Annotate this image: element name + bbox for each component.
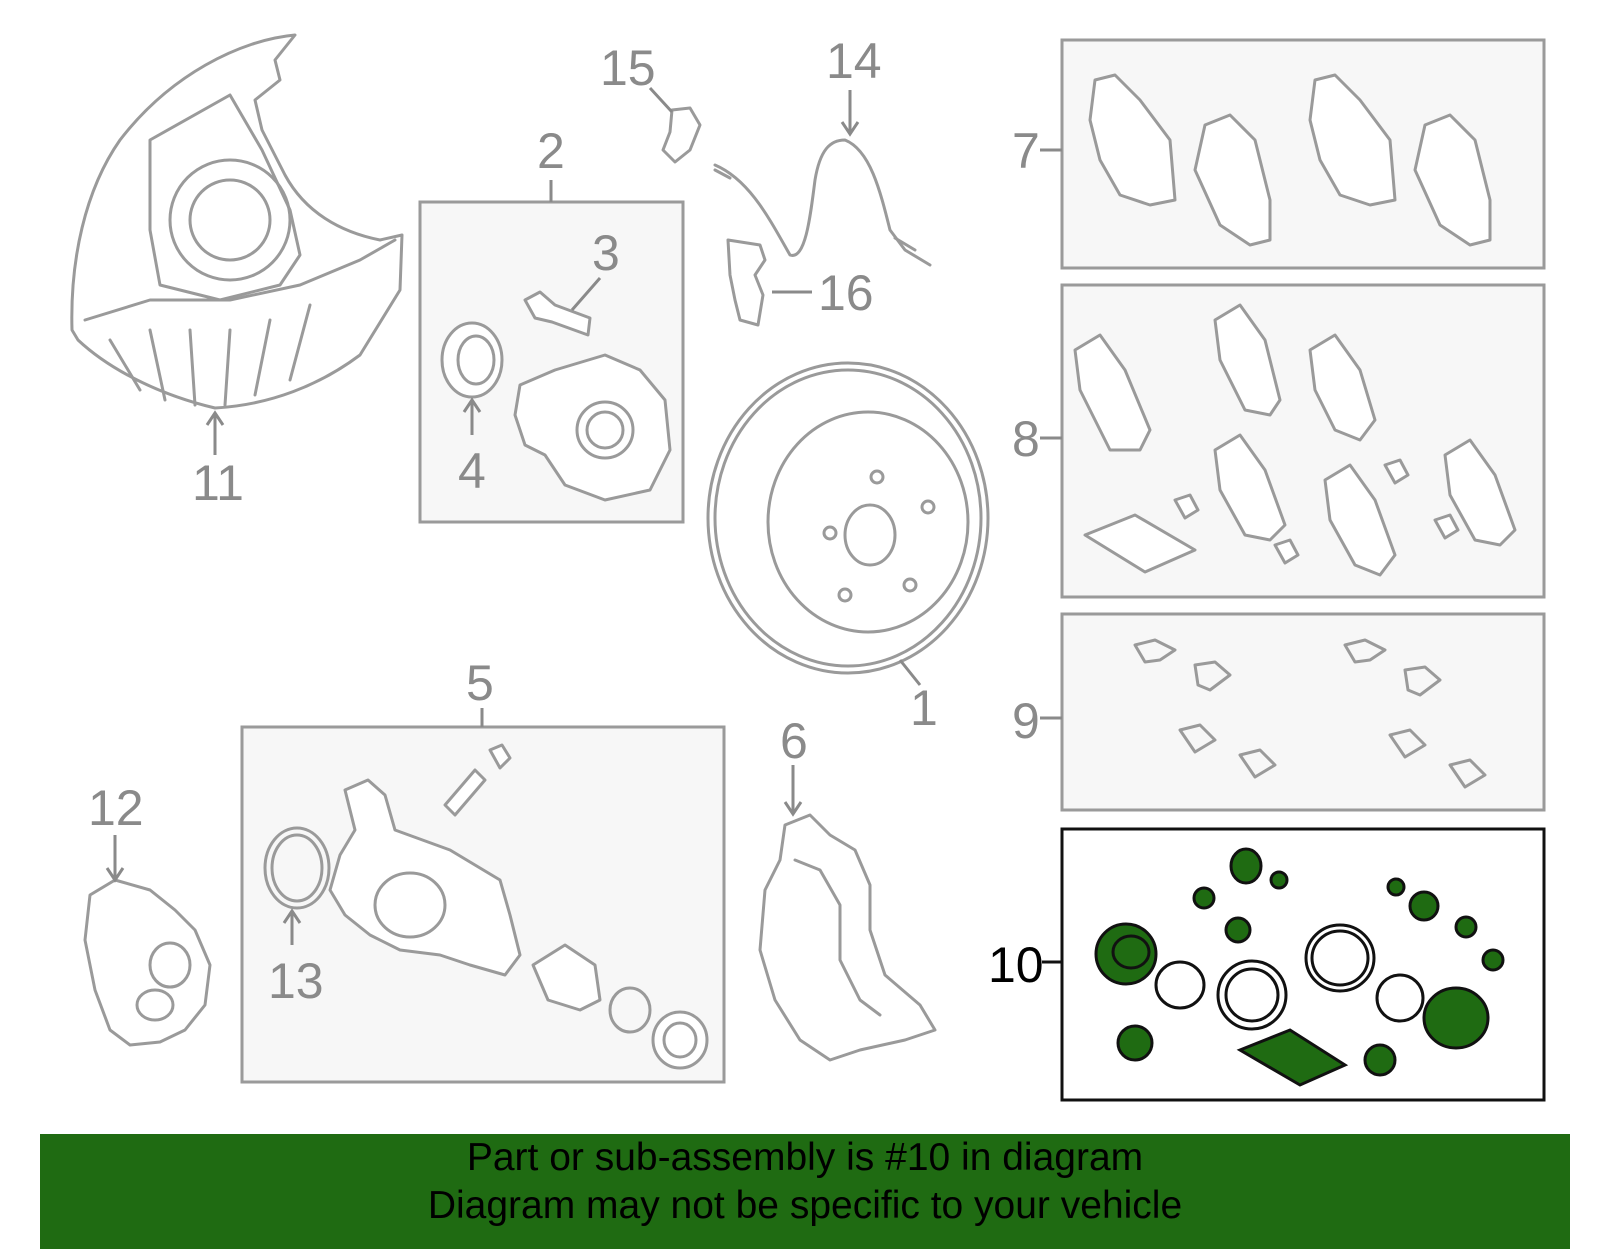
part-11-dust-shield[interactable]: 11 xyxy=(70,33,404,511)
callout-8[interactable]: 8 xyxy=(1012,411,1040,467)
callout-3[interactable]: 3 xyxy=(592,225,620,281)
part-12-caliper-body[interactable]: 12 xyxy=(83,780,212,1047)
part-1-rotor[interactable]: 1 xyxy=(706,361,990,736)
callout-1[interactable]: 1 xyxy=(910,680,938,736)
part-15-clip[interactable]: 15 xyxy=(600,40,702,164)
callout-11[interactable]: 11 xyxy=(192,455,244,511)
callout-2[interactable]: 2 xyxy=(537,123,565,179)
callout-7[interactable]: 7 xyxy=(1012,123,1040,179)
callout-9[interactable]: 9 xyxy=(1012,693,1040,749)
part-4-bearing[interactable]: 4 xyxy=(440,321,504,499)
part-8-shims-box[interactable]: 8 xyxy=(1012,283,1546,599)
callout-16[interactable]: 16 xyxy=(818,265,874,321)
part-16-bracket[interactable]: 16 xyxy=(726,238,874,327)
part-5-caliper-box[interactable]: 5 13 xyxy=(240,655,726,1084)
callout-4[interactable]: 4 xyxy=(458,443,486,499)
part-14-brake-hose[interactable]: 14 xyxy=(713,33,932,267)
callout-5[interactable]: 5 xyxy=(466,655,494,711)
callout-6[interactable]: 6 xyxy=(780,713,808,769)
banner-background xyxy=(40,1134,1570,1249)
callout-12[interactable]: 12 xyxy=(88,780,144,836)
part-10-seal-kit-box[interactable]: 10 xyxy=(988,827,1546,1102)
callout-14[interactable]: 14 xyxy=(826,33,882,89)
part-2-hub[interactable] xyxy=(513,353,672,502)
part-7-pads-box[interactable]: 7 xyxy=(1012,38,1546,270)
part-6-caliper-bracket[interactable]: 6 xyxy=(758,713,937,1062)
part-9-clips-box[interactable]: 9 xyxy=(1012,612,1546,812)
callout-13[interactable]: 13 xyxy=(268,953,324,1009)
callout-10[interactable]: 10 xyxy=(988,937,1044,993)
callout-15[interactable]: 15 xyxy=(600,40,656,96)
info-banner: Part or sub-assembly is #10 in diagram D… xyxy=(40,1134,1570,1246)
part-3-hub-bolt[interactable]: 3 xyxy=(523,225,620,337)
banner-line-disclaimer: Diagram may not be specific to your vehi… xyxy=(427,1184,1183,1227)
banner-line-part: Part or sub-assembly is #10 in diagram xyxy=(466,1136,1144,1179)
